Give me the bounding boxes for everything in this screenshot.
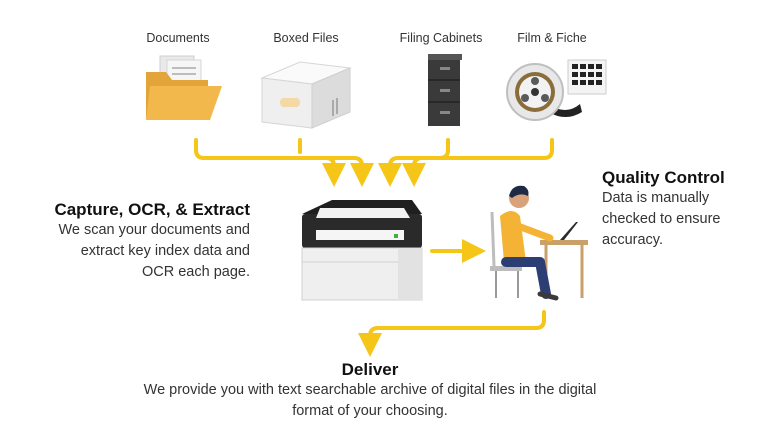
source-label-film-fiche: Film & Fiche (517, 31, 587, 45)
source-label-documents: Documents (146, 31, 210, 45)
capture-line-1: We scan your documents and (58, 222, 250, 238)
deliver-line-1: We provide you with text searchable arch… (143, 382, 597, 398)
source-flow-arrows (194, 138, 554, 175)
capture-title: Capture, OCR, & Extract (54, 200, 250, 219)
source-label-filing-cabinets: Filing Cabinets (399, 31, 483, 45)
quality-control-section: Quality Control Data is manually checked… (602, 168, 725, 251)
capture-section: Capture, OCR, & Extract We scan your doc… (54, 200, 250, 283)
quality-control-line-3: accuracy. (602, 232, 663, 248)
scanner-icon (301, 200, 423, 301)
arrow-to-deliver (358, 310, 546, 357)
quality-control-title: Quality Control (602, 168, 725, 187)
film-reel-icon (506, 59, 607, 121)
quality-control-line-1: Data is manually (602, 190, 710, 206)
quality-control-line-2: checked to ensure (602, 211, 721, 227)
folder-documents-icon (146, 55, 222, 120)
person-at-desk-icon (490, 185, 588, 301)
capture-line-3: OCR each page. (141, 264, 250, 280)
filing-cabinet-icon (428, 54, 462, 126)
source-label-boxed-files: Boxed Files (273, 31, 339, 45)
file-box-icon (260, 61, 352, 129)
deliver-section: Deliver We provide you with text searcha… (0, 360, 740, 422)
deliver-line-2: format of your choosing. (292, 403, 448, 419)
deliver-title: Deliver (341, 360, 399, 379)
capture-line-2: extract key index data and (80, 243, 250, 259)
